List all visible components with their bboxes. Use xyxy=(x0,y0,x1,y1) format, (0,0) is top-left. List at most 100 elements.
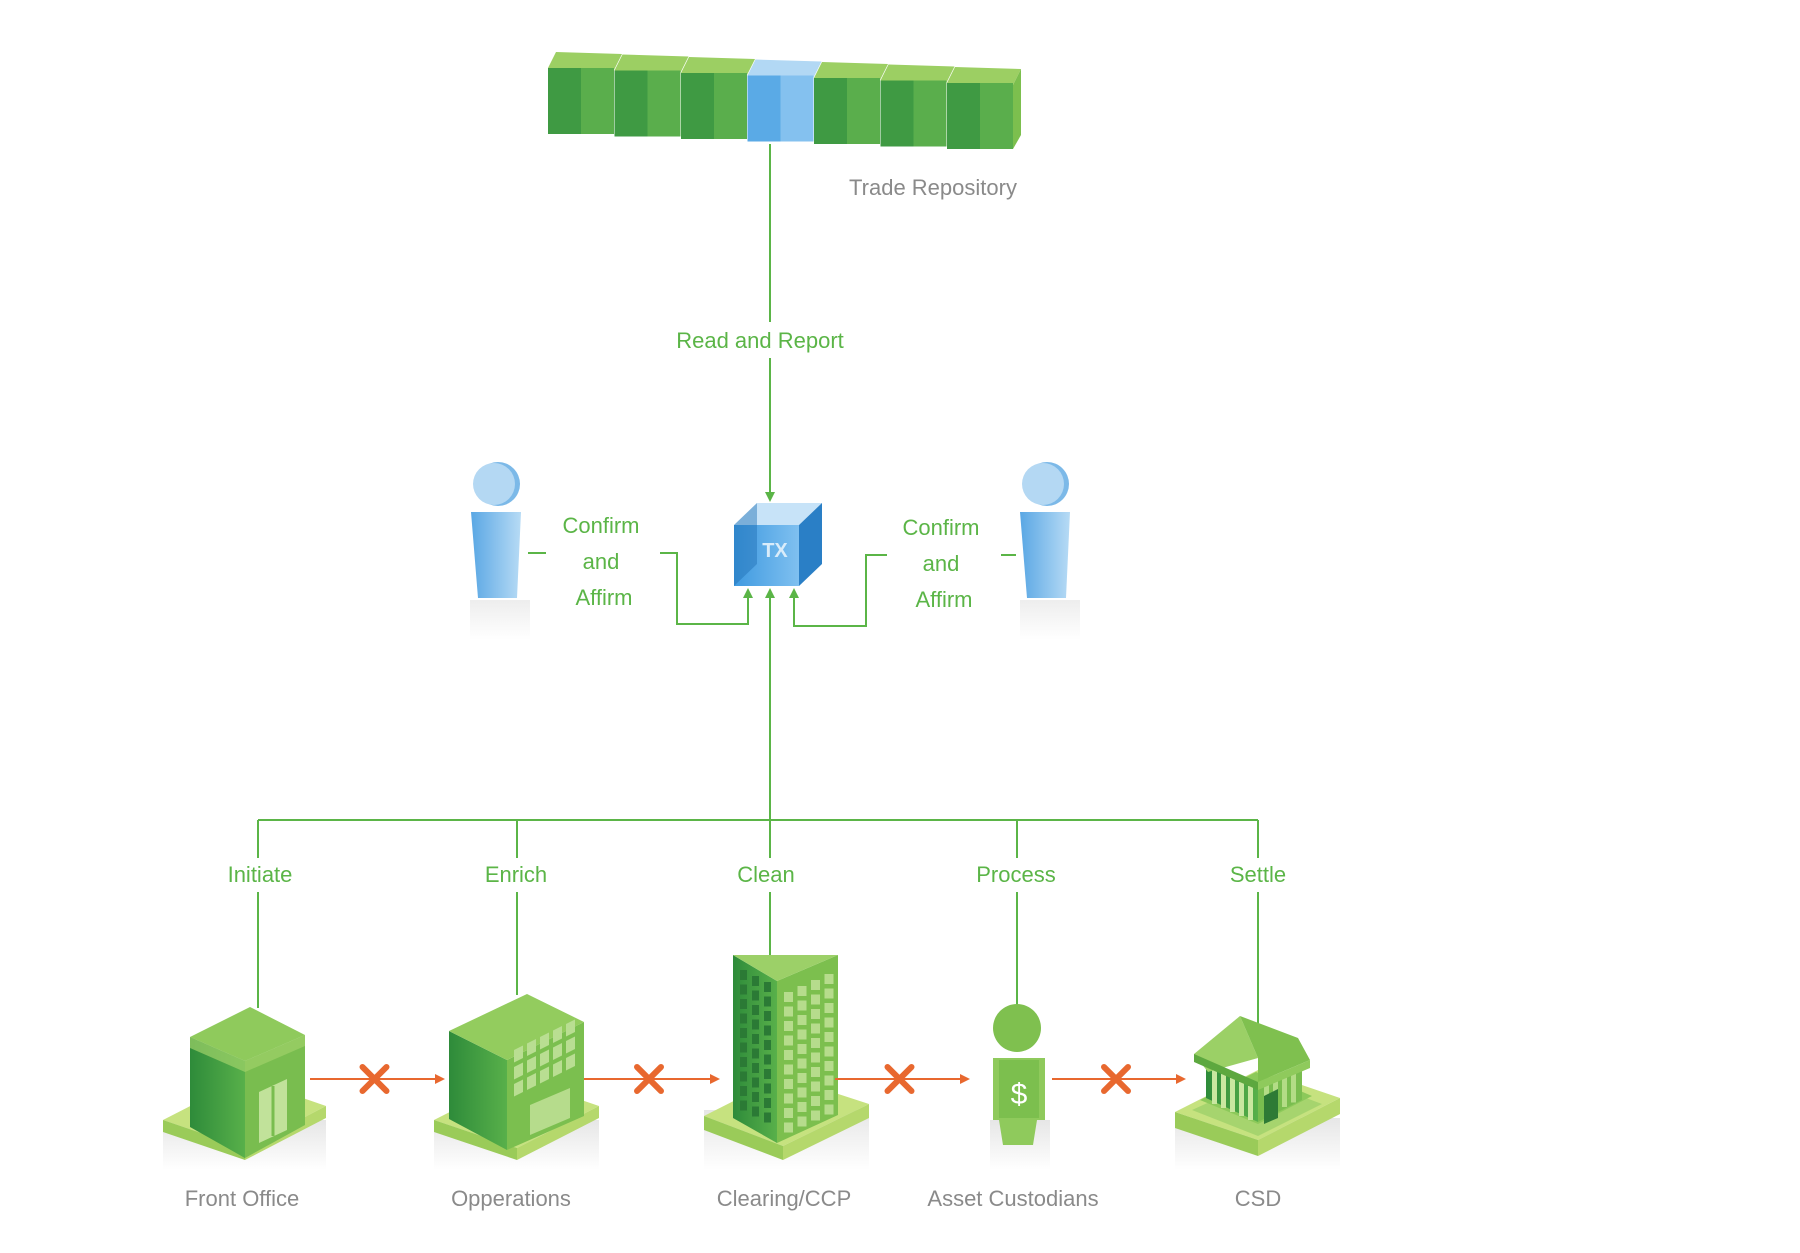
confirm-left-line-2: and xyxy=(583,549,620,574)
confirm-right-line-1: Confirm xyxy=(902,515,979,540)
tower-window-side xyxy=(740,970,747,980)
small-office-building-icon xyxy=(163,1007,326,1170)
office-window xyxy=(527,1039,536,1056)
blocked-link-arrow xyxy=(835,1064,970,1094)
tower-window xyxy=(797,1044,807,1054)
tower-window xyxy=(797,1073,807,1083)
repository-block xyxy=(614,54,689,137)
tower-windows xyxy=(740,970,834,1133)
stage-action-settle: Settle xyxy=(1230,862,1286,887)
tower-window-side xyxy=(740,999,747,1009)
tower-window xyxy=(797,1116,807,1127)
tower-window xyxy=(784,992,793,1002)
tower-window-side xyxy=(752,1034,759,1044)
tower-window xyxy=(824,1104,834,1115)
tower-window xyxy=(784,1079,793,1089)
tower-window xyxy=(811,994,820,1005)
transaction-cube-icon: TX xyxy=(734,503,822,586)
tower-window xyxy=(784,1108,793,1118)
office-window xyxy=(540,1032,549,1050)
office-window xyxy=(527,1073,536,1090)
tower-window xyxy=(811,1110,820,1121)
confirm-right-line-2: and xyxy=(923,551,960,576)
tower-window xyxy=(784,1093,793,1104)
tower-window xyxy=(811,1081,820,1092)
tower-window-side xyxy=(740,1042,747,1053)
tower-window xyxy=(824,974,834,984)
tower-window-side xyxy=(764,1098,771,1108)
right-party-person-icon xyxy=(1020,462,1080,640)
repository-block xyxy=(548,52,622,134)
entity-label-front-office: Front Office xyxy=(185,1186,300,1211)
tower-window-side xyxy=(752,1106,759,1117)
repository-block xyxy=(681,57,755,139)
bank-building-icon xyxy=(1175,1016,1340,1170)
office-window xyxy=(540,1066,549,1084)
office-window xyxy=(514,1079,523,1097)
office-windows xyxy=(514,1019,575,1097)
custodian-person-dollar-icon: $ xyxy=(990,1004,1050,1170)
stage-action-initiate: Initiate xyxy=(228,862,293,887)
tower-window-side xyxy=(752,1005,759,1015)
repository-block xyxy=(880,64,955,147)
tower-window-side xyxy=(752,1048,759,1059)
repository-block xyxy=(814,62,888,144)
tower-window xyxy=(797,1029,807,1040)
office-building-icon xyxy=(434,994,599,1170)
blocked-link-arrow xyxy=(1052,1064,1186,1094)
tower-window xyxy=(824,1003,834,1013)
left-party-person-icon xyxy=(470,462,530,640)
tower-window-side xyxy=(740,1028,747,1038)
tower-window xyxy=(784,1064,793,1075)
tower-window-side xyxy=(740,1057,747,1067)
tower-window xyxy=(811,1038,820,1048)
tower-window-side xyxy=(740,1100,747,1111)
tower-window-side xyxy=(752,1092,759,1102)
bank-column xyxy=(1221,1074,1226,1108)
tower-window-side xyxy=(740,1086,747,1096)
office-window xyxy=(527,1056,536,1073)
tower-window xyxy=(797,1087,807,1098)
bank-column xyxy=(1291,1070,1296,1103)
trade-repository-label: Trade Repository xyxy=(849,175,1017,200)
office-window xyxy=(540,1049,549,1067)
tower-window xyxy=(811,1052,820,1063)
confirm-right-line-3: Affirm xyxy=(915,587,972,612)
entity-label-clearing-ccp: Clearing/CCP xyxy=(717,1186,852,1211)
tower-window-side xyxy=(764,1069,771,1079)
office-window xyxy=(553,1043,562,1060)
tower-window-side xyxy=(740,984,747,995)
tower-window xyxy=(811,1096,820,1106)
tower-window-side xyxy=(764,1083,771,1094)
tower-window-side xyxy=(764,996,771,1007)
tower-window xyxy=(784,1050,793,1060)
tower-window xyxy=(824,1046,834,1057)
blocked-link-arrow xyxy=(310,1064,445,1094)
tower-window xyxy=(824,988,834,999)
tower-window-side xyxy=(764,1011,771,1021)
tower-window xyxy=(797,1102,807,1112)
tower-window-side xyxy=(764,1025,771,1036)
office-window xyxy=(553,1060,562,1077)
dollar-icon: $ xyxy=(1011,1078,1028,1111)
tower-window xyxy=(784,1122,793,1133)
tower-window xyxy=(824,1032,834,1042)
tower-window xyxy=(797,986,807,996)
bank-column xyxy=(1239,1082,1244,1116)
tower-window xyxy=(797,1058,807,1069)
tower-window-side xyxy=(764,1112,771,1123)
tower-window-side xyxy=(752,990,759,1001)
confirm-left-line-3: Affirm xyxy=(575,585,632,610)
read-report-label: Read and Report xyxy=(676,328,844,353)
office-window xyxy=(514,1045,523,1063)
bank-column xyxy=(1282,1075,1287,1107)
x-icon xyxy=(634,1064,664,1094)
tower-window-side xyxy=(740,1013,747,1024)
tower-window xyxy=(784,1021,793,1031)
office-window xyxy=(553,1026,562,1043)
tower-window xyxy=(784,1035,793,1046)
tower-window xyxy=(824,1061,834,1071)
confirm-right-connector xyxy=(789,554,1016,627)
tower-window xyxy=(784,1006,793,1017)
